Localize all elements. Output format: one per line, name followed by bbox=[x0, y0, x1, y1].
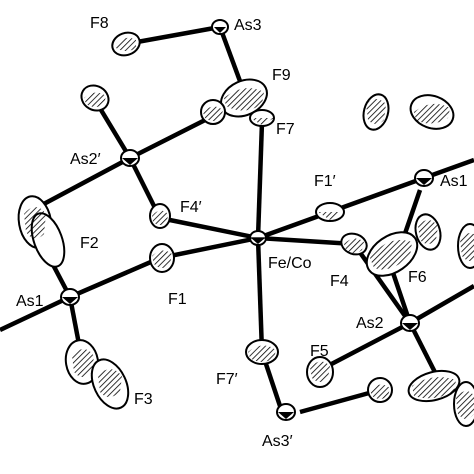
atom-f-top-left bbox=[80, 84, 110, 112]
bond-fe-f7 bbox=[255, 121, 265, 239]
bond-f1p-as1p bbox=[329, 175, 425, 215]
bond-f4p-fe bbox=[159, 215, 259, 241]
bond-as1-f1 bbox=[69, 255, 161, 300]
labels: F8 As3 F9 F7 As2′ F4′ F1′ As1 F2 Fe/Co F… bbox=[16, 15, 468, 450]
label-f2: F2 bbox=[80, 235, 99, 252]
atom-f6 bbox=[365, 231, 419, 277]
label-as1: As1 bbox=[16, 293, 44, 310]
atom-f-lower-mid bbox=[367, 377, 393, 403]
bond-f2-as2p bbox=[38, 156, 132, 208]
label-as3: As3 bbox=[234, 17, 262, 34]
label-f1p: F1′ bbox=[314, 173, 336, 190]
atom-f-right-mid bbox=[414, 213, 442, 251]
label-f6: F6 bbox=[408, 269, 427, 286]
label-as2p: As2′ bbox=[70, 151, 101, 168]
label-f5: F5 bbox=[310, 343, 329, 360]
bond-f4-as2 bbox=[352, 242, 412, 325]
label-as2: As2 bbox=[356, 315, 384, 332]
bond-f8-as3 bbox=[125, 24, 221, 47]
atom-f4 bbox=[340, 232, 368, 256]
atom-f8 bbox=[111, 31, 141, 57]
ellipsoids bbox=[17, 19, 474, 427]
atom-f9 bbox=[220, 78, 268, 118]
label-fe-co: Fe/Co bbox=[268, 255, 312, 272]
atom-fe-co bbox=[249, 230, 267, 246]
atom-f3 bbox=[64, 339, 130, 410]
bond-f1-fe bbox=[159, 235, 259, 261]
atom-f-top-right-a bbox=[362, 93, 390, 131]
label-f7p: F7′ bbox=[216, 371, 238, 388]
label-as1p: As1 bbox=[440, 173, 468, 190]
atom-f7 bbox=[249, 109, 275, 127]
label-f1: F1 bbox=[168, 291, 187, 308]
atom-as1p bbox=[414, 169, 434, 187]
atom-f1 bbox=[149, 243, 175, 273]
atom-f-top-right-b bbox=[409, 94, 455, 130]
atom-f7p bbox=[245, 339, 279, 365]
bond-as3p-right bbox=[299, 387, 381, 415]
atom-as3 bbox=[211, 19, 229, 35]
atom-f-lower-right bbox=[407, 369, 461, 403]
atom-as1 bbox=[60, 288, 80, 306]
bond-as1-left bbox=[0, 294, 71, 333]
atom-as2 bbox=[400, 314, 420, 332]
bond-as2p-f9 bbox=[128, 112, 217, 161]
atom-f-right-edge bbox=[457, 223, 474, 269]
atom-f-mid-top bbox=[200, 99, 226, 125]
atom-f5 bbox=[306, 356, 334, 388]
atom-f1p bbox=[315, 202, 345, 222]
label-f9: F9 bbox=[272, 67, 291, 84]
atom-as2p bbox=[120, 149, 140, 167]
atom-f2 bbox=[17, 195, 66, 268]
label-f4: F4 bbox=[330, 273, 349, 290]
atom-f4p bbox=[149, 203, 171, 229]
label-f7: F7 bbox=[276, 121, 295, 138]
label-as3p: As3′ bbox=[262, 433, 293, 450]
atom-as3p bbox=[276, 403, 296, 421]
label-f4p: F4′ bbox=[180, 199, 202, 216]
label-f8: F8 bbox=[90, 15, 109, 32]
bond-fe-f7p bbox=[255, 237, 265, 353]
bond-fe-f4 bbox=[257, 235, 355, 247]
atom-f-lower-right-edge bbox=[453, 381, 474, 427]
bond-f5-as2 bbox=[318, 321, 412, 372]
label-f3: F3 bbox=[134, 391, 153, 408]
bond-as2-right bbox=[408, 284, 474, 325]
